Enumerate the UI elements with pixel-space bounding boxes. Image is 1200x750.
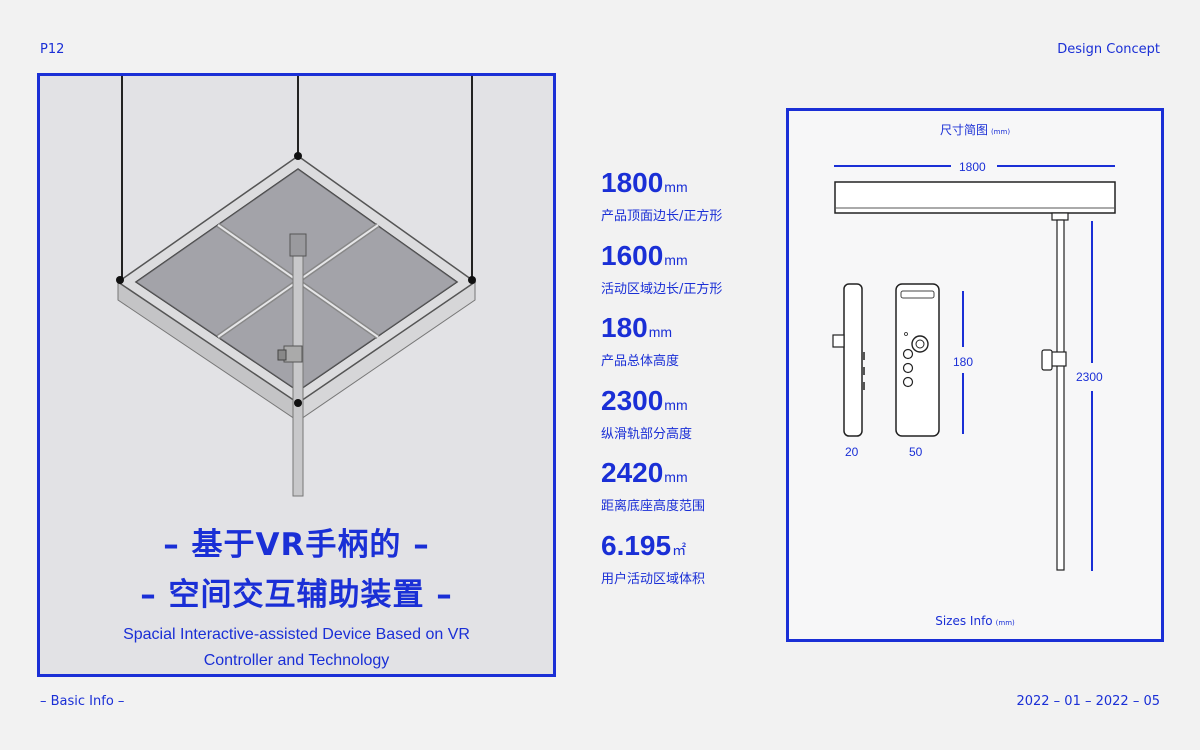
controller-height-label: 180 — [953, 355, 974, 369]
spec-label: 用户活动区域体积 — [601, 571, 706, 587]
front-width-label: 50 — [909, 445, 923, 459]
title-english-line1: Spacial Interactive-assisted Device Base… — [123, 626, 470, 643]
side-width-label: 20 — [845, 445, 859, 459]
spec-value: 2420mm — [601, 457, 688, 488]
dimension-title: 尺寸简图(mm) — [939, 123, 1011, 137]
spec-item: 1800mm 产品顶面边长/正方形 — [601, 167, 771, 240]
device-illustration — [116, 76, 477, 497]
spec-value: 1600mm — [601, 239, 688, 271]
spec-value: 180mm — [601, 312, 673, 343]
spec-unit: mm — [664, 179, 688, 195]
spec-unit: ㎡ — [672, 541, 687, 558]
product-render-panel: – 基于VR手柄的 – – 空间交互辅助装置 – Spacial Interac… — [37, 73, 556, 677]
spec-unit: mm — [664, 469, 688, 485]
spec-label: 纵滑轨部分高度 — [601, 426, 693, 442]
spec-unit: mm — [648, 324, 673, 340]
spec-label: 活动区域边长/正方形 — [601, 281, 723, 297]
spec-list: 1800mm 产品顶面边长/正方形 1600mm 活动区域边长/正方形 180m… — [601, 167, 771, 602]
width-dimension-label: 1800 — [959, 160, 986, 174]
spec-item: 2420mm 距离底座高度范围 — [601, 457, 771, 530]
spec-unit: mm — [664, 396, 688, 413]
title-chinese-line2: – 空间交互辅助装置 – — [140, 577, 453, 613]
sizes-info-title: Sizes Info(mm) — [935, 614, 1015, 628]
section-title: Design Concept — [1057, 42, 1160, 57]
height-dimension-label: 2300 — [1076, 370, 1103, 384]
dimension-diagram — [832, 165, 1116, 571]
spec-unit: mm — [664, 251, 688, 268]
spec-item: 180mm 产品总体高度 — [601, 312, 771, 385]
footer-date-range: 2022 – 01 – 2022 – 05 — [1016, 694, 1160, 709]
spec-value: 1800mm — [601, 167, 688, 198]
sizes-info-unit: (mm) — [995, 619, 1015, 627]
spec-label: 产品总体高度 — [601, 354, 680, 369]
title-english: Spacial Interactive-assisted Device Base… — [40, 622, 553, 674]
spec-value: 6.195㎡ — [601, 529, 687, 561]
spec-value: 2300mm — [601, 384, 688, 416]
spec-label: 距离底座高度范围 — [601, 499, 706, 514]
title-chinese-line1: – 基于VR手柄的 – — [163, 527, 430, 563]
spec-item: 6.195㎡ 用户活动区域体积 — [601, 530, 771, 603]
dimension-drawing-panel: 尺寸简图(mm) 1800 230 — [786, 108, 1164, 642]
title-english-line2: Controller and Technology — [203, 652, 390, 669]
spec-item: 2300mm 纵滑轨部分高度 — [601, 385, 771, 458]
dimension-unit: (mm) — [990, 128, 1011, 136]
spec-item: 1600mm 活动区域边长/正方形 — [601, 240, 771, 313]
spec-label: 产品顶面边长/正方形 — [601, 209, 723, 224]
page-number: P12 — [40, 42, 65, 57]
footer-basic-info: – Basic Info – — [40, 694, 125, 709]
